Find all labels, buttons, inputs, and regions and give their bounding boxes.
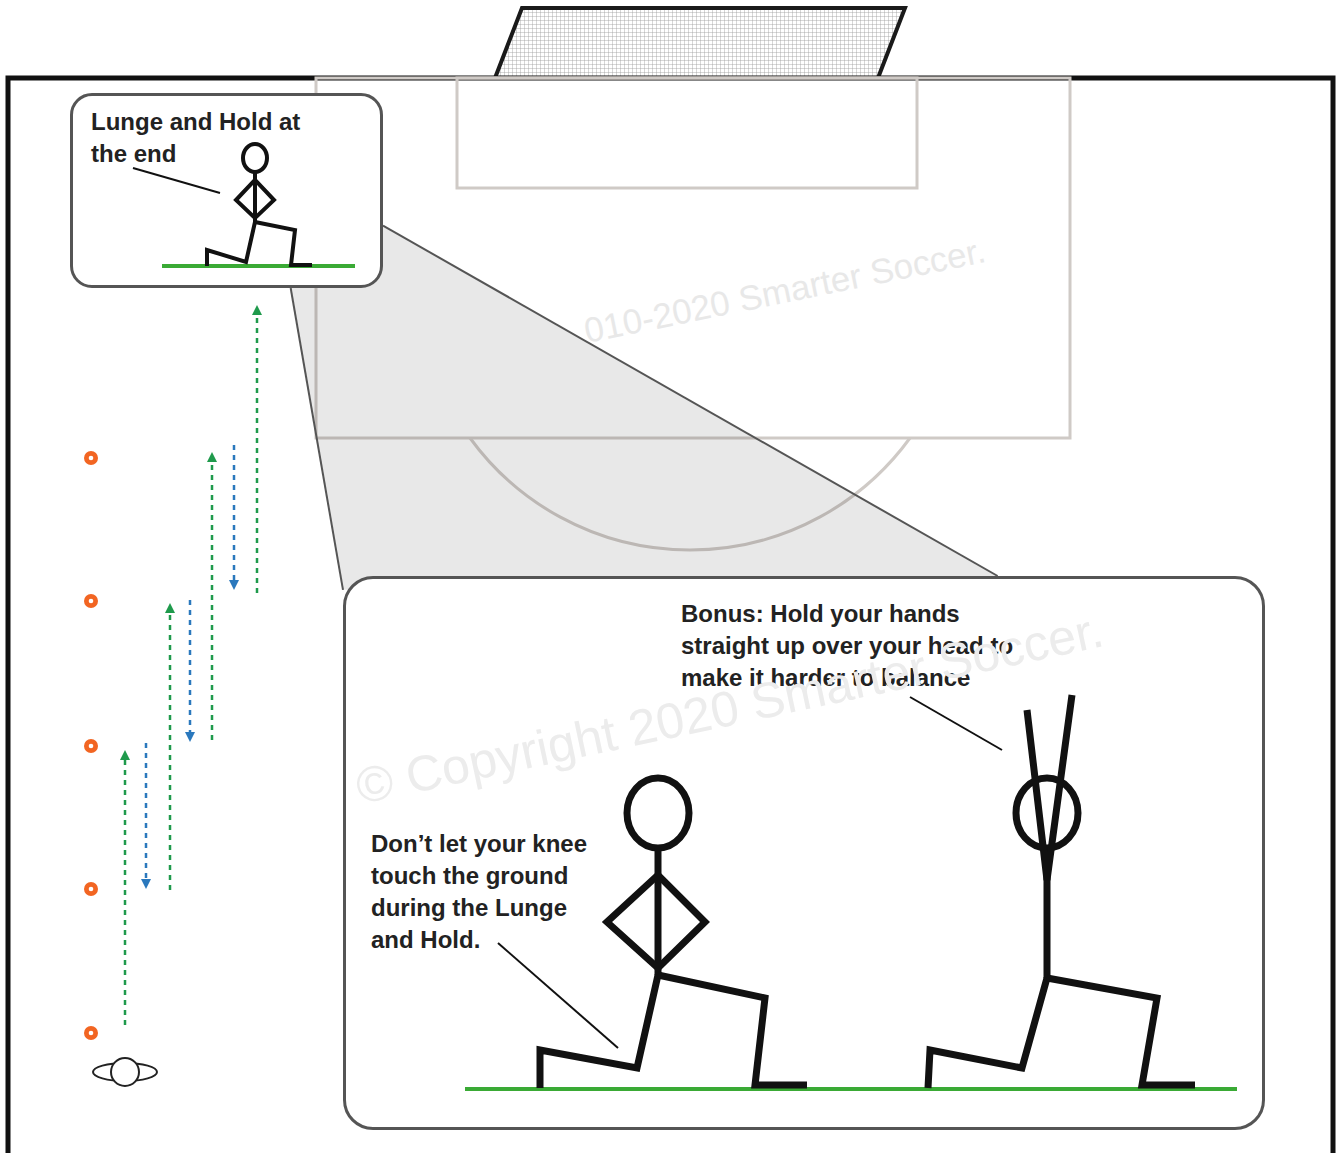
cone: [84, 882, 98, 896]
field-border: [8, 78, 1333, 1153]
zoom-line: [383, 226, 998, 576]
figure-torso: [655, 848, 662, 975]
figure-arms: [607, 875, 705, 968]
figure-torso: [1044, 848, 1051, 978]
run-arrow: [189, 600, 192, 737]
figure-arms: [236, 180, 274, 218]
cone-center: [89, 1031, 94, 1036]
zoom-connector: [291, 226, 998, 590]
player-head: [111, 1058, 139, 1086]
leader-line: [498, 943, 618, 1048]
cones: [84, 451, 98, 1040]
instruction-text: Don’t let your knee touch the ground dur…: [371, 828, 611, 956]
run-arrow: [145, 743, 148, 884]
goal-net: [495, 8, 905, 78]
inset-box: Bonus: Hold your hands straight up over …: [343, 576, 1265, 1130]
figure-head: [243, 144, 267, 172]
figure-front-leg: [1047, 978, 1195, 1085]
instruction-text: Bonus: Hold your hands straight up over …: [681, 598, 1031, 694]
zoom-wedge: [291, 226, 998, 590]
watermark: 010-2020 Smarter Soccer.: [581, 232, 988, 348]
cone: [84, 594, 98, 608]
leader-line: [133, 168, 220, 193]
cone: [84, 739, 98, 753]
run-arrow: [256, 310, 259, 593]
player-icon: [93, 1058, 157, 1086]
figure-head: [627, 778, 689, 848]
run-arrow: [124, 755, 127, 1025]
run-arrow: [211, 457, 214, 740]
zoom-line: [291, 288, 343, 590]
cone: [84, 1026, 98, 1040]
cone-center: [89, 887, 94, 892]
figure-torso: [253, 172, 257, 222]
figure-front-leg: [658, 975, 807, 1085]
inset-box: Lunge and Hold at the end: [70, 93, 383, 288]
leader-line: [910, 697, 1002, 750]
instruction-text: Lunge and Hold at the end: [91, 106, 301, 170]
cone: [84, 451, 98, 465]
goal-area: [457, 78, 917, 188]
figure-front-leg: [255, 222, 312, 265]
figure-back-leg: [540, 975, 658, 1088]
run-arrow: [169, 608, 172, 890]
cone-center: [89, 744, 94, 749]
run-arrow: [233, 445, 236, 585]
figure-back-leg: [207, 222, 255, 266]
cone-center: [89, 599, 94, 604]
ground-line: [162, 264, 355, 268]
figure-head: [1016, 778, 1078, 848]
figure-back-leg: [928, 978, 1047, 1088]
figure-arms: [1027, 695, 1072, 880]
cone-center: [89, 456, 94, 461]
ground-line: [465, 1087, 1237, 1091]
